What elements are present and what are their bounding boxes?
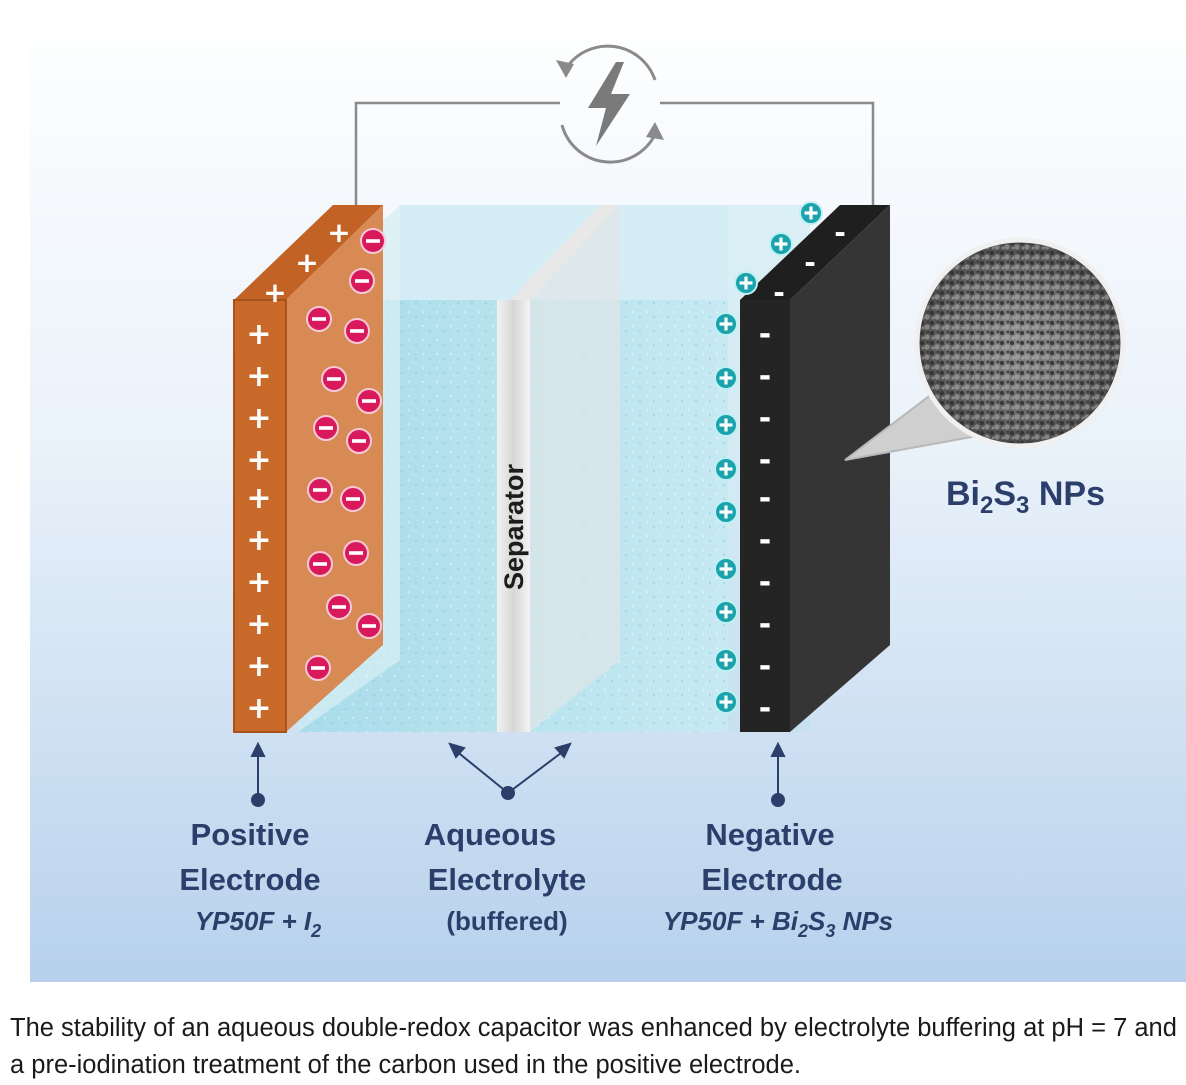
anion bbox=[344, 318, 370, 344]
cation bbox=[714, 457, 738, 481]
anion bbox=[326, 594, 352, 620]
svg-text:Electrolyte: Electrolyte bbox=[428, 862, 587, 897]
bi2s3-inset bbox=[844, 237, 1126, 461]
plus-sign: + bbox=[246, 481, 271, 516]
anion bbox=[349, 268, 375, 294]
anion bbox=[306, 306, 332, 332]
minus-sign: - bbox=[804, 246, 816, 279]
minus-sign: - bbox=[773, 276, 785, 309]
minus-sign: - bbox=[834, 216, 846, 249]
positive-charges: +++++++++++++ bbox=[246, 216, 350, 726]
anion bbox=[313, 415, 339, 441]
minus-sign: - bbox=[759, 443, 771, 478]
refresh-arrows-icon bbox=[556, 44, 664, 164]
plus-sign: + bbox=[246, 607, 271, 642]
plus-sign: + bbox=[263, 276, 286, 309]
anion bbox=[307, 551, 333, 577]
cation bbox=[714, 600, 738, 624]
minus-sign: - bbox=[759, 607, 771, 642]
separator-label: Separator bbox=[499, 463, 529, 590]
cation bbox=[714, 648, 738, 672]
minus-sign: - bbox=[759, 523, 771, 558]
plus-sign: + bbox=[246, 523, 271, 558]
minus-sign: - bbox=[759, 317, 771, 352]
svg-text:Aqueous: Aqueous bbox=[424, 817, 557, 852]
anion bbox=[343, 540, 369, 566]
positive-electrode-label: Positive Electrode YP50F + I2 bbox=[179, 817, 321, 941]
cation bbox=[714, 690, 738, 714]
negative-electrode bbox=[740, 205, 890, 732]
plus-sign: + bbox=[246, 691, 271, 726]
svg-text:Electrode: Electrode bbox=[701, 862, 842, 897]
separator bbox=[497, 205, 620, 732]
negative-charges: ------------- bbox=[759, 216, 846, 726]
minus-sign: - bbox=[759, 565, 771, 600]
cation-group bbox=[714, 201, 823, 714]
anion-group bbox=[305, 228, 386, 681]
inset-label: Bi2S3 NPs bbox=[946, 475, 1105, 519]
svg-text:(buffered): (buffered) bbox=[446, 906, 567, 936]
anion bbox=[321, 366, 347, 392]
minus-sign: - bbox=[759, 649, 771, 684]
cation bbox=[714, 413, 738, 437]
external-circuit bbox=[354, 44, 875, 205]
svg-text:Negative: Negative bbox=[705, 817, 834, 852]
plus-sign: + bbox=[246, 359, 271, 394]
anion bbox=[346, 428, 372, 454]
minus-sign: - bbox=[759, 401, 771, 436]
electrolyte-label: Aqueous Electrolyte (buffered) bbox=[424, 817, 587, 936]
plus-sign: + bbox=[295, 246, 318, 279]
svg-text:Electrode: Electrode bbox=[179, 862, 320, 897]
anion bbox=[305, 655, 331, 681]
minus-sign: - bbox=[759, 691, 771, 726]
anion bbox=[307, 477, 333, 503]
minus-sign: - bbox=[759, 481, 771, 516]
figure-caption: The stability of an aqueous double-redox… bbox=[10, 1014, 1177, 1079]
cation bbox=[714, 557, 738, 581]
cation bbox=[734, 271, 758, 295]
anion bbox=[356, 613, 382, 639]
lightning-bolt-icon bbox=[588, 62, 630, 146]
negative-electrode-label: Negative Electrode YP50F + Bi2S3 NPs bbox=[663, 817, 893, 941]
anion bbox=[360, 228, 386, 254]
svg-text:Positive: Positive bbox=[191, 817, 310, 852]
cation bbox=[799, 201, 823, 225]
plus-sign: + bbox=[246, 443, 271, 478]
anion bbox=[356, 388, 382, 414]
anion bbox=[340, 486, 366, 512]
plus-sign: + bbox=[246, 401, 271, 436]
label-pointers bbox=[250, 741, 786, 807]
plus-sign: + bbox=[246, 649, 271, 684]
svg-text:YP50F + Bi2S3 NPs: YP50F + Bi2S3 NPs bbox=[663, 906, 893, 941]
cation bbox=[714, 366, 738, 390]
plus-sign: + bbox=[246, 565, 271, 600]
plus-sign: + bbox=[327, 216, 350, 249]
svg-text:YP50F + I2: YP50F + I2 bbox=[195, 906, 321, 941]
plus-sign: + bbox=[246, 317, 271, 352]
minus-sign: - bbox=[759, 359, 771, 394]
cation bbox=[769, 232, 793, 256]
cation bbox=[714, 312, 738, 336]
cation bbox=[714, 500, 738, 524]
